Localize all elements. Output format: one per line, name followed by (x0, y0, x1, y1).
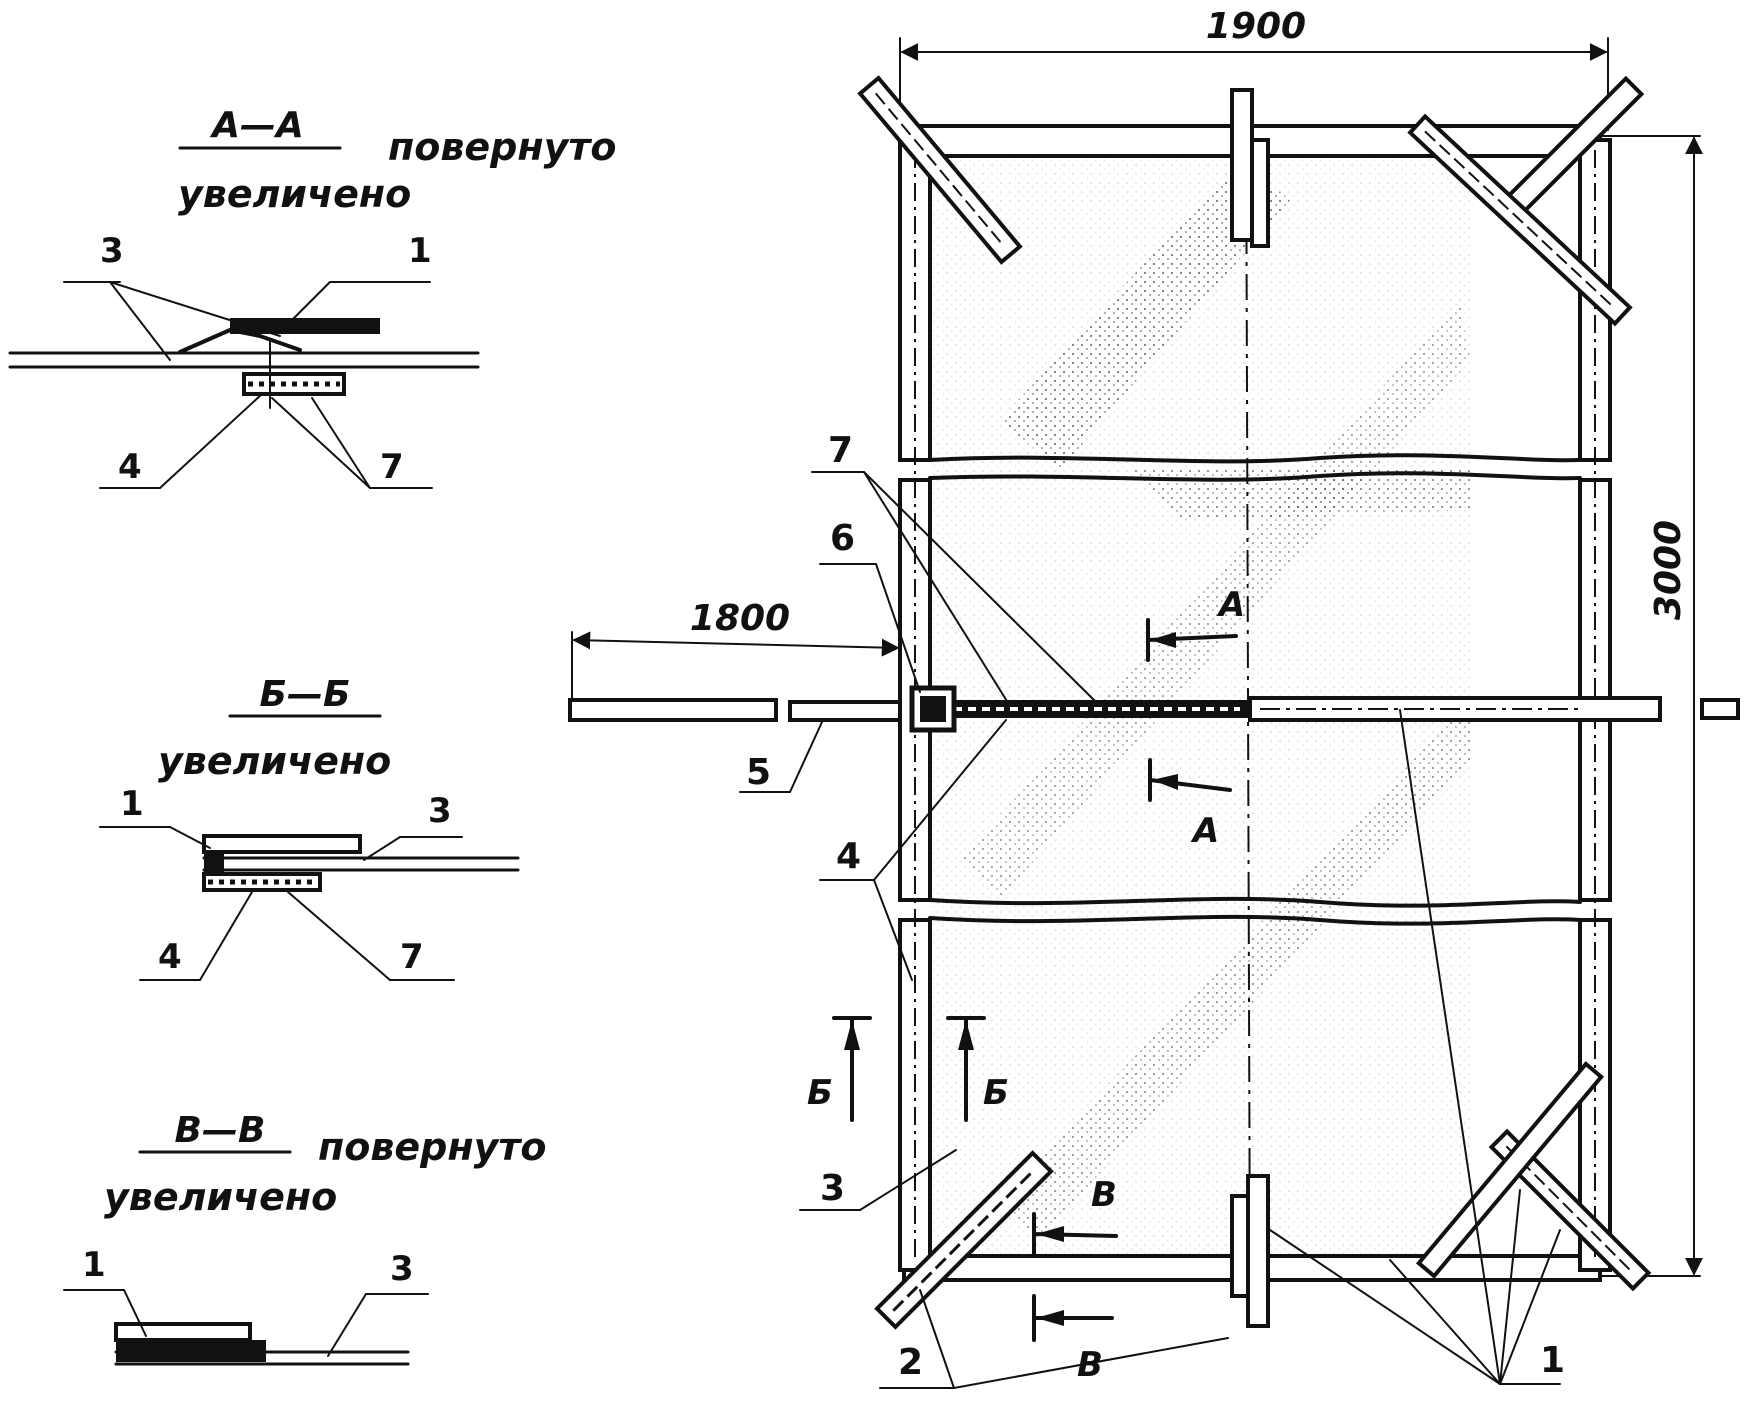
main-callout-5: 5 (746, 752, 771, 793)
section-bb: Б—Б увеличено 1 3 4 7 (99, 674, 520, 981)
section-mark-v-upper-label: В (1091, 1175, 1117, 1215)
aa-bent-tube (178, 328, 302, 354)
aa-leader-4 (159, 393, 263, 489)
main-leader-5 (789, 721, 823, 793)
main-callout-6: 6 (830, 518, 855, 559)
brace-top-right-inner (1407, 113, 1633, 327)
section-mark-a-upper-label: А (1216, 585, 1245, 625)
vv-callout-1: 1 (82, 1245, 106, 1285)
center-clamp-bottom-a (1246, 1174, 1270, 1328)
aa-leader-3b (109, 281, 171, 361)
boom-joint-core (920, 696, 946, 722)
section-vv-rotated-note: повернуто (318, 1125, 547, 1169)
aa-strip-1 (230, 318, 380, 334)
bb-leader-3 (363, 836, 401, 861)
aa-leader-7a (271, 397, 371, 489)
main-callout-2: 2 (898, 1342, 923, 1383)
section-bb-enlarged-note: увеличено (158, 739, 391, 783)
aa-leader-3a (109, 281, 281, 337)
main-leader-4b (873, 879, 913, 981)
main-leader-6 (875, 563, 921, 693)
center-clamp-top-b (1250, 138, 1270, 248)
bb-edge (204, 852, 224, 878)
main-callout-7: 7 (828, 430, 853, 471)
bb-leader-4 (199, 891, 253, 981)
brace-top-left (857, 75, 1023, 265)
section-bb-label: Б—Б (260, 674, 351, 715)
section-vv: В—В повернуто увеличено 1 3 (63, 1110, 547, 1366)
bb-plate-4 (202, 872, 322, 892)
center-clamp-top-a (1230, 88, 1254, 242)
rib-1-top (928, 453, 1582, 464)
section-aa-label: А—А (209, 105, 304, 146)
main-leader-1b (1269, 1229, 1501, 1385)
main-leader-1c (1389, 1259, 1501, 1385)
main-leader-4a (873, 719, 1007, 881)
main-callout-1: 1 (1540, 1340, 1565, 1381)
bb-callout-4: 4 (158, 937, 182, 977)
aa-callout-4: 4 (118, 447, 142, 487)
boom-outer-b (788, 700, 902, 722)
section-aa-rotated-note: повернуто (388, 125, 617, 169)
main-leader-1d (1499, 1189, 1521, 1385)
section-mark-a-lower-arrow (1152, 774, 1178, 790)
main-leader-2 (919, 1289, 955, 1389)
glare-band-3 (1000, 700, 1470, 1240)
main-leader-1e (1499, 1229, 1561, 1385)
center-clamp-bottom-b (1230, 1194, 1250, 1298)
main-callout-3: 3 (820, 1168, 845, 1209)
bb-callout-7: 7 (400, 937, 424, 977)
center-axis (1245, 89, 1251, 1301)
bb-leader-7 (287, 891, 391, 981)
rib-1-bottom (928, 471, 1582, 482)
vv-callout-3: 3 (390, 1249, 414, 1289)
boom-stub (1700, 698, 1740, 720)
aa-leader-1 (289, 281, 331, 323)
main-leader-7a (863, 471, 1011, 707)
section-mark-b-right-label: Б (983, 1073, 1009, 1113)
section-mark-a-upper-arrow (1150, 632, 1176, 648)
rib-2-bottom (928, 914, 1582, 926)
vv-leader-1 (123, 1289, 147, 1337)
section-mark-b-left-label: Б (807, 1073, 833, 1113)
aa-callout-3: 3 (100, 231, 124, 271)
main-leader-1a (1399, 709, 1501, 1385)
section-mark-v-upper-arrow (1036, 1226, 1064, 1242)
main-callout-4: 4 (836, 836, 861, 877)
section-aa: А—А повернуто увеличено 3 1 4 7 (8, 105, 617, 489)
main-leader-7b (863, 471, 1101, 707)
section-mark-b-left-arrow (844, 1020, 860, 1050)
section-mark-b-right-arrow (958, 1020, 974, 1050)
vv-leader-3 (327, 1293, 367, 1357)
section-vv-label: В—В (175, 1110, 266, 1151)
section-aa-enlarged-note: увеличено (178, 172, 411, 216)
dim-1900-label: 1900 (1206, 6, 1306, 47)
aa-callout-7: 7 (380, 447, 404, 487)
boom-inner-dark (930, 700, 1250, 718)
bb-callout-3: 3 (428, 791, 452, 831)
bb-callout-1: 1 (120, 784, 144, 824)
main-frame-view: 1900 3000 (568, 6, 1740, 1389)
glare-band-2 (960, 300, 1470, 900)
rib-2-top (928, 896, 1582, 908)
main-leader-3 (859, 1149, 957, 1211)
vv-strip-1 (114, 1322, 252, 1342)
brace-bottom-right-inner (1415, 1061, 1605, 1279)
glare-band-1 (1000, 160, 1290, 470)
aa-callout-1: 1 (408, 231, 432, 271)
main-leader-2-shelf-b (953, 1337, 1229, 1389)
brace-bottom-left (874, 1150, 1054, 1330)
section-vv-enlarged-note: увеличено (104, 1175, 337, 1219)
bb-leader-1 (169, 826, 211, 849)
dim-1800-line (572, 631, 900, 657)
aa-leader-7b (311, 397, 371, 489)
boom-outer-a (568, 698, 778, 722)
section-mark-v-lower-arrow (1036, 1310, 1064, 1326)
glare-band-4 (1130, 470, 1470, 520)
section-mark-a-lower-label: А (1190, 811, 1219, 851)
dim-3000-label: 3000 (1648, 520, 1689, 620)
bb-strip-1 (202, 834, 362, 854)
dim-1800-label: 1800 (690, 598, 790, 639)
